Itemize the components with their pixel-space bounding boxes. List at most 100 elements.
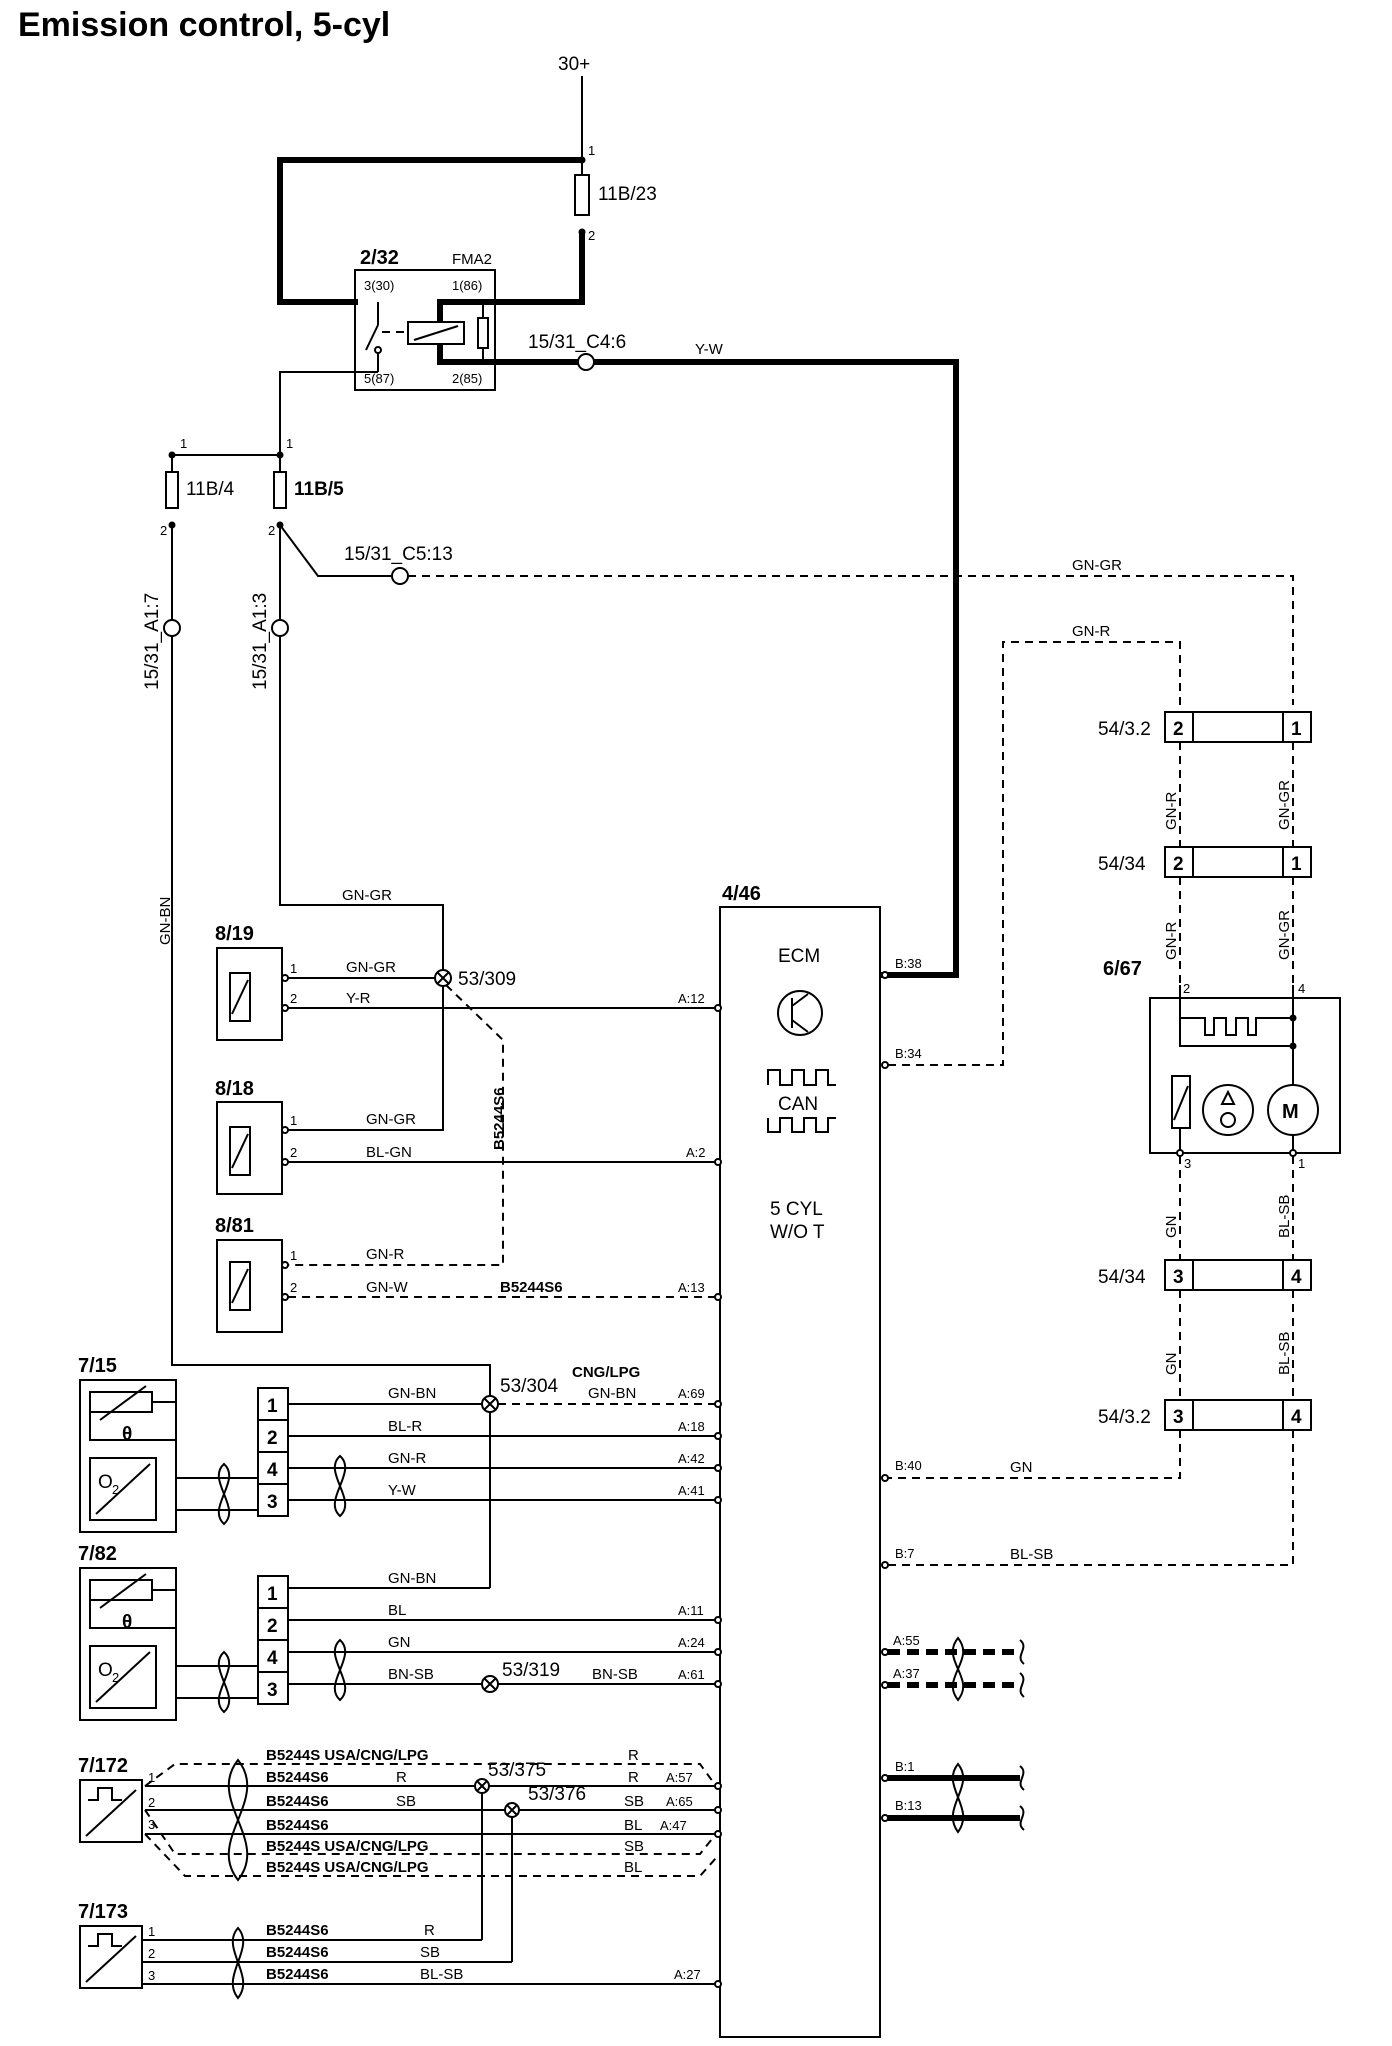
pin-number: 1: [290, 961, 297, 976]
connector-c4-6: [577, 353, 595, 371]
ecm-pin-label: A:47: [660, 1818, 687, 1833]
pump-wire: [1179, 1018, 1293, 1047]
variant-label: B5244S6: [266, 1966, 329, 1983]
pin-number: 3: [1184, 1156, 1191, 1171]
signal-mark: [85, 1935, 137, 1983]
wire-color-label: BL-GN: [366, 1144, 412, 1161]
pin-number: 2: [1173, 719, 1184, 740]
can-signal-icon: [767, 1117, 836, 1133]
pin-point: [281, 1126, 289, 1134]
wire-color-label: GN-GR: [346, 959, 396, 976]
pin-number: 2: [1183, 981, 1190, 996]
connector-c5-13: [391, 567, 409, 585]
pin-number: 4: [267, 1460, 278, 1481]
ecm-pin-label: A:61: [678, 1667, 705, 1682]
relay-coil-mark: [413, 325, 459, 341]
variant-label: B5244S6: [266, 1793, 329, 1810]
ecm-pin: [881, 1774, 889, 1782]
connector-a1-3-label: 15/31_A1:3: [250, 593, 271, 690]
component-id: 8/81: [215, 1215, 254, 1237]
wire-usa-r: [144, 1763, 717, 1787]
wire-color-label: BL: [624, 1859, 642, 1876]
pin-point: [281, 1293, 289, 1301]
ecm-pin: [881, 1561, 889, 1569]
connector-54-3-2: [1164, 711, 1312, 743]
wire-color-label: BN-SB: [388, 1666, 434, 1683]
ecm-pin-label: A:57: [666, 1770, 693, 1785]
pin-number: 2: [267, 1616, 278, 1637]
pin-number: 2: [290, 991, 297, 1006]
wire-color-label: BL-SB: [1276, 1195, 1293, 1238]
relay-2-32: [354, 269, 496, 391]
relay-switch: [365, 324, 379, 351]
relay-pin: 1(86): [452, 278, 482, 293]
pump-coil-mark: [1173, 1085, 1189, 1121]
o2-subscript: 2: [112, 1482, 119, 1497]
ecm-can-label: CAN: [778, 1094, 818, 1115]
wire-continues-icon: [1019, 1765, 1025, 1791]
motor-label: M: [1282, 1101, 1299, 1123]
pin-number: 2: [267, 1428, 278, 1449]
supply-label: 30+: [558, 54, 590, 75]
component-id: 8/18: [215, 1078, 254, 1100]
wire-color-label: Y-W: [388, 1482, 417, 1499]
pin-number: 4: [1298, 981, 1305, 996]
ecm-pin: [714, 1830, 722, 1838]
sensor-wire: [89, 1590, 176, 1629]
fuse-11b5-label: 11B/5: [294, 479, 344, 500]
ecm-pin: [714, 1806, 722, 1814]
pump-resistor: [1179, 985, 1293, 1036]
ecm-pin-label: B:34: [895, 1046, 922, 1061]
pin-number: 1: [148, 1770, 155, 1785]
splice-label: 53/309: [458, 969, 516, 990]
wire-color-label: Y-W: [695, 341, 724, 358]
wire-color-label: GN-GR: [342, 887, 392, 904]
pin-number: 4: [1291, 1267, 1302, 1288]
o2-symbol: O: [98, 1472, 113, 1493]
variant-label: CNG/LPG: [572, 1364, 640, 1381]
connector-54-3-2-b: [1164, 1399, 1312, 1431]
pin-point: [1289, 1149, 1297, 1157]
theta-symbol: θ: [122, 1424, 132, 1445]
pin-number: 3: [1173, 1407, 1184, 1428]
wire-color-label: BL-SB: [1010, 1546, 1053, 1563]
fuse-11b23-label: 11B/23: [598, 184, 657, 205]
junction-dot: [1289, 1042, 1297, 1050]
wire-color-label: GN: [1010, 1459, 1033, 1476]
connector-a1-3: [271, 619, 289, 637]
pin-number: 2: [290, 1145, 297, 1160]
wire-usa-bl: [144, 1833, 717, 1877]
variant-label: B5244S6: [266, 1922, 329, 1939]
wire-gn-gr-supply: [279, 636, 444, 1131]
ecm-pin-label: A:11: [678, 1603, 704, 1618]
variant-label: B5244S6: [266, 1817, 329, 1834]
ecm-pin-label: A:37: [893, 1666, 920, 1681]
fuse-pin: 1: [180, 436, 187, 451]
connector-label: 54/3.2: [1098, 1407, 1151, 1428]
ecm-pin-label: A:65: [666, 1794, 693, 1809]
sensor-icon-mark: [231, 979, 249, 1015]
relay-id: 2/32: [360, 247, 399, 269]
wire-color-label: GN-BN: [388, 1385, 436, 1402]
wire-gn-r-dashed: [888, 641, 1181, 1066]
wire-continues-icon: [1019, 1639, 1025, 1665]
ecm-pin: [714, 1680, 722, 1688]
pin-point: [281, 1158, 289, 1166]
signal-mark: [85, 1789, 137, 1837]
wire-color-label: GN-R: [388, 1450, 426, 1467]
page-title: Emission control, 5-cyl: [18, 6, 390, 44]
wire-color-label: R: [424, 1922, 435, 1939]
wire-gn-b40: [888, 1430, 1181, 1479]
wire-usa-sb: [144, 1809, 717, 1855]
pin-number: 2: [148, 1946, 155, 1961]
ecm-pin-label: A:24: [678, 1635, 705, 1650]
fuse-pin: 2: [588, 228, 595, 243]
wire-color-label: GN-R: [1072, 623, 1110, 640]
wire-color-label: Y-R: [346, 990, 371, 1007]
wire-color-label: GN-GR: [1072, 557, 1122, 574]
fuse-11b5: [273, 471, 287, 509]
ecm-pin: [714, 1782, 722, 1790]
ecm-pin-label: A:13: [678, 1280, 705, 1295]
ecm-pin: [714, 1464, 722, 1472]
pin-point: [281, 1004, 289, 1012]
